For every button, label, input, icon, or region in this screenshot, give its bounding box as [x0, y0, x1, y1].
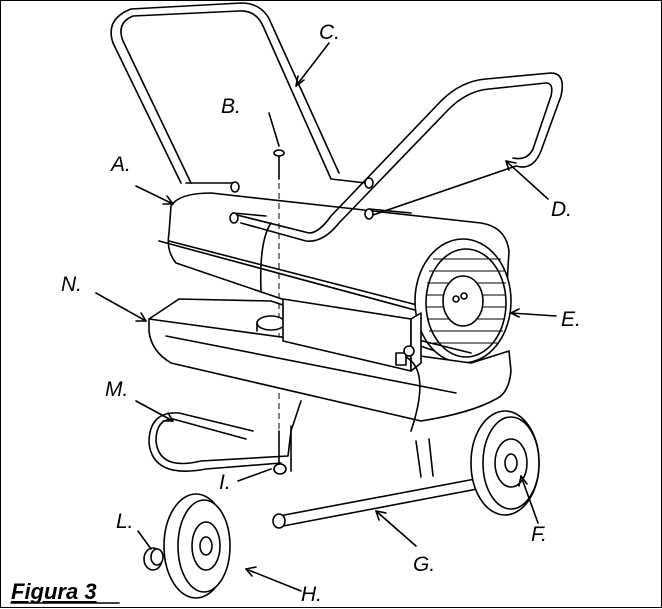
- label-d: D.: [551, 198, 572, 221]
- leader-arrows: [95, 42, 557, 592]
- handle-c: [110, 2, 374, 193]
- label-h: H.: [301, 583, 322, 606]
- label-a: A.: [109, 153, 131, 176]
- label-c: C.: [319, 21, 340, 44]
- bolt-b: [273, 149, 285, 461]
- cap-l: [143, 547, 164, 571]
- label-f: F.: [531, 523, 547, 546]
- label-i: I.: [219, 471, 231, 494]
- label-b: B.: [221, 95, 241, 118]
- tank-n: [148, 298, 512, 422]
- figure-caption: Figura 3: [11, 579, 97, 604]
- control-box: [282, 298, 422, 432]
- label-e: E.: [561, 308, 581, 331]
- label-l: L.: [116, 510, 134, 533]
- label-n: N.: [61, 273, 82, 296]
- wheel-h: [163, 493, 231, 599]
- nut-i: [273, 463, 287, 475]
- handle-d: [236, 72, 564, 242]
- label-g: G.: [413, 553, 435, 576]
- fan-guard: [414, 238, 512, 364]
- frame-m: [148, 400, 302, 472]
- label-m: M.: [105, 378, 128, 401]
